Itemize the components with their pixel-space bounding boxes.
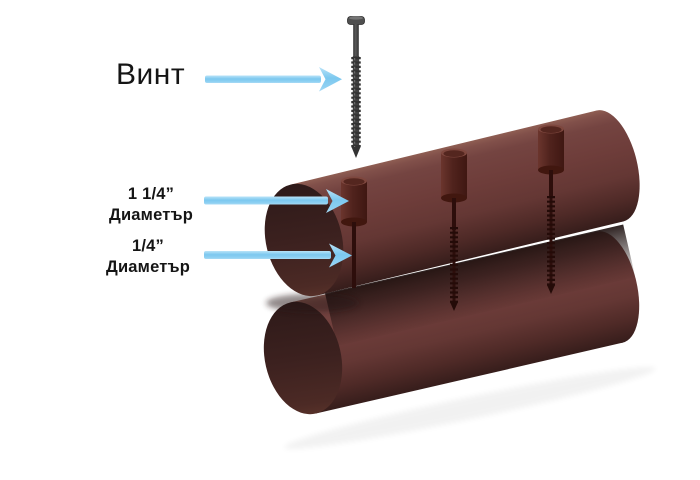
screw-shank-3 xyxy=(549,170,553,198)
log-contact-shadow xyxy=(266,294,358,312)
screw-tip-2 xyxy=(450,302,458,311)
screw-shank-1 xyxy=(352,222,356,288)
hole-opening-inner-2 xyxy=(443,150,465,158)
bottom-log-gap-shadow xyxy=(325,224,636,347)
arrow-pilot xyxy=(204,243,352,268)
hole-opening-inner-1 xyxy=(343,178,365,186)
pilot-size-text: 1/4” xyxy=(132,237,164,255)
screw-smooth-shank xyxy=(353,24,359,58)
arrow-screw xyxy=(205,67,342,92)
screw-tip-3 xyxy=(547,285,555,294)
counterbore-size-text: 1 1/4” xyxy=(127,185,175,203)
arrow-right-icon xyxy=(326,189,349,213)
counterbore-hole-2 xyxy=(441,153,467,198)
arrow-right-icon xyxy=(329,243,352,268)
screw-thread-core-3 xyxy=(549,195,553,287)
arrow-shaft xyxy=(204,251,331,259)
pilot-diameter-text: Диаметър xyxy=(105,258,191,276)
embedded-screw-3 xyxy=(538,124,564,294)
hole-opening-inner-3 xyxy=(540,126,562,133)
screw-tip xyxy=(351,147,361,158)
counterbore-diameter-text: Диаметър xyxy=(108,206,194,224)
free-screw xyxy=(347,16,365,158)
top-log-end-face xyxy=(264,183,344,297)
bottom-log xyxy=(263,224,640,415)
top-log-right-cap xyxy=(580,110,640,222)
label-pilot-diameter: 1/4” Диаметър xyxy=(88,236,208,278)
arrow-right-icon xyxy=(319,67,342,92)
arrow-counterbore xyxy=(204,189,349,213)
counterbore-hole-3 xyxy=(538,129,564,170)
label-counterbore-diameter: 1 1/4” Диаметър xyxy=(91,184,211,226)
arrow-shaft xyxy=(204,196,328,205)
embedded-screw-2 xyxy=(441,148,467,311)
arrow-shaft xyxy=(205,75,321,83)
screw-head-highlight xyxy=(349,16,363,20)
label-screw: Винт xyxy=(116,58,186,91)
screw-shank-2 xyxy=(452,198,456,230)
bottom-log-end-face xyxy=(263,301,343,415)
ground-shadow xyxy=(284,367,656,449)
